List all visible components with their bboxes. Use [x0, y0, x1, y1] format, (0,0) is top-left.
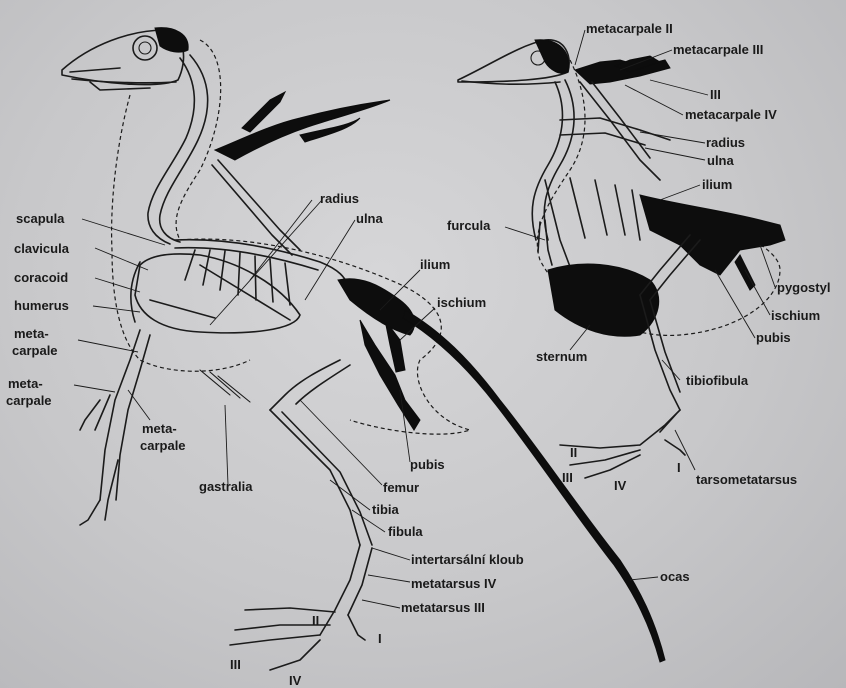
- label-metacarpale-c-line2: carpale: [140, 439, 186, 453]
- label-toe-iii-left: III: [230, 658, 241, 672]
- label-scapula: scapula: [16, 212, 64, 226]
- label-ischium-right: ischium: [771, 309, 820, 323]
- label-coracoid: coracoid: [14, 271, 68, 285]
- label-metacarpale-b-line2: carpale: [6, 394, 52, 408]
- label-humerus: humerus: [14, 299, 69, 313]
- label-ischium-left: ischium: [437, 296, 486, 310]
- label-ulna-right: ulna: [707, 154, 734, 168]
- label-metatarsus-iv: metatarsus IV: [411, 577, 496, 591]
- label-radius-left: radius: [320, 192, 359, 206]
- label-metacarpale-b-line1: meta-: [8, 377, 43, 391]
- label-pubis-right: pubis: [756, 331, 791, 345]
- label-toe-i-right: I: [677, 461, 681, 475]
- label-furcula: furcula: [447, 219, 490, 233]
- label-ilium-left: ilium: [420, 258, 450, 272]
- label-pubis-left: pubis: [410, 458, 445, 472]
- label-radius-right: radius: [706, 136, 745, 150]
- label-metatarsus-iii: metatarsus III: [401, 601, 485, 615]
- label-metacarpale-c-line1: meta-: [142, 422, 177, 436]
- label-toe-iv-right: IV: [614, 479, 626, 493]
- label-femur: femur: [383, 481, 419, 495]
- label-pygostyl: pygostyl: [777, 281, 830, 295]
- label-gastralia: gastralia: [199, 480, 252, 494]
- label-toe-ii-left: II: [312, 614, 319, 628]
- label-metacarpale-iii: metacarpale III: [673, 43, 763, 57]
- label-metacarpale-a-line1: meta-: [14, 327, 49, 341]
- label-metacarpale-a-line2: carpale: [12, 344, 58, 358]
- leader-lines: [74, 30, 775, 608]
- label-ulna-left: ulna: [356, 212, 383, 226]
- label-tibia: tibia: [372, 503, 399, 517]
- label-metacarpale-iv: metacarpale IV: [685, 108, 777, 122]
- label-metacarpale-ii: metacarpale II: [586, 22, 673, 36]
- label-toe-i-left: I: [378, 632, 382, 646]
- label-tibiofibula: tibiofibula: [686, 374, 748, 388]
- label-tarsometatarsus: tarsometatarsus: [696, 473, 797, 487]
- label-intertarsal-joint: intertarsální kloub: [411, 553, 524, 567]
- label-ilium-right: ilium: [702, 178, 732, 192]
- label-ocas: ocas: [660, 570, 690, 584]
- label-fibula: fibula: [388, 525, 423, 539]
- label-toe-iv-left: IV: [289, 674, 301, 688]
- label-clavicula: clavicula: [14, 242, 69, 256]
- label-sternum: sternum: [536, 350, 587, 364]
- label-finger-iii: III: [710, 88, 721, 102]
- label-toe-ii-right: II: [570, 446, 577, 460]
- label-toe-iii-right: III: [562, 471, 573, 485]
